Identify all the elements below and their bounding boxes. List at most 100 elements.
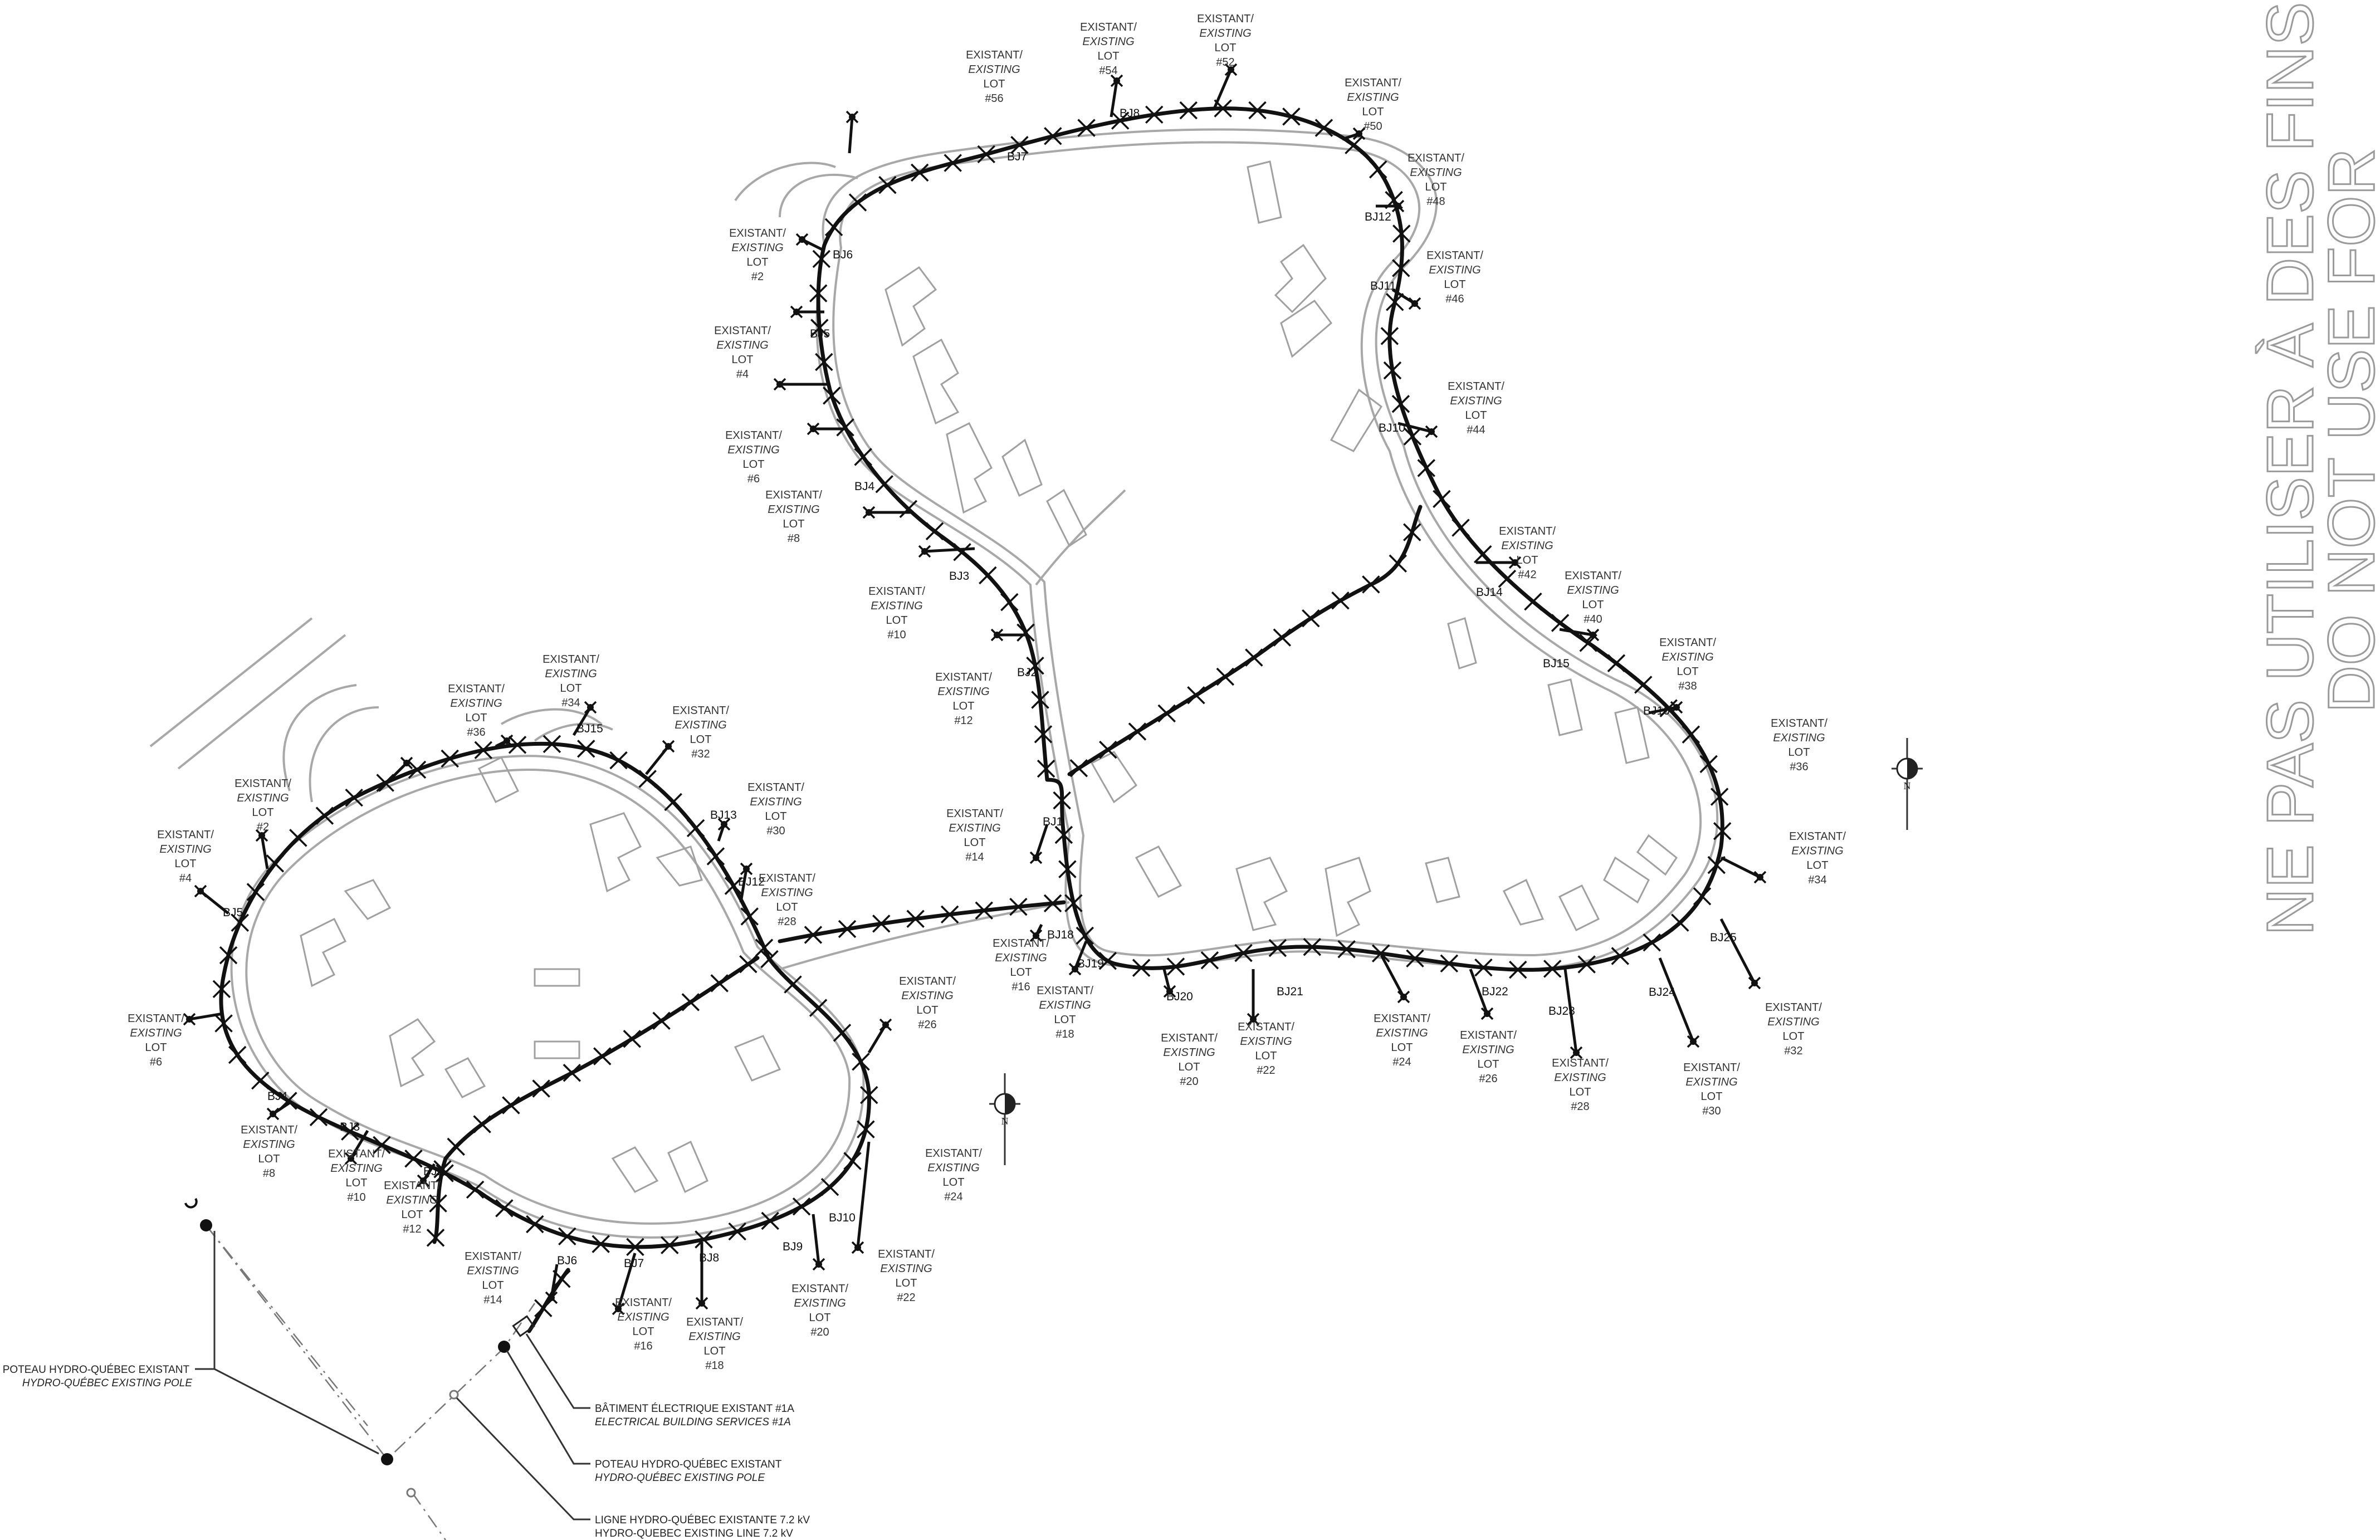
service-end-dot [866, 509, 872, 516]
x-marker [953, 543, 971, 561]
roads [149, 128, 1719, 1239]
service-end-dot [698, 1300, 705, 1307]
x-marker [1710, 788, 1729, 806]
x-marker [1166, 957, 1185, 976]
x-marker [1034, 725, 1053, 744]
bj6-east: BJ6 [833, 248, 853, 261]
x-marker [219, 946, 238, 965]
x-marker [1031, 691, 1049, 709]
x-marker [558, 1227, 576, 1246]
service-end-dot [1395, 203, 1401, 209]
x-marker [1026, 656, 1044, 675]
service-end-dot [1113, 77, 1120, 84]
x-marker [279, 1092, 297, 1110]
x-marker [724, 877, 743, 895]
callout-pole-line2: HYDRO-QUÉBEC EXISTING POLE [22, 1377, 192, 1389]
service-end-dot [1033, 932, 1039, 939]
x-marker [1551, 614, 1570, 632]
x-marker [739, 955, 758, 974]
bj4-west: BJ4 [267, 1090, 288, 1103]
hydro-pole-north [200, 1219, 212, 1231]
x-marker [1389, 554, 1408, 573]
bj22-east: BJ22 [1482, 985, 1508, 998]
x-marker [553, 1270, 571, 1288]
x-marker [1707, 855, 1726, 874]
service-end-dot [258, 832, 265, 839]
x-marker [872, 915, 891, 933]
x-marker [1273, 628, 1292, 647]
service-end-dot [815, 1261, 822, 1268]
x-marker [878, 175, 897, 194]
x-marker [1671, 913, 1689, 932]
x-marker [315, 806, 334, 825]
service-end-dot [1751, 980, 1758, 986]
service-end-dot [420, 1177, 427, 1184]
service-end-dot [1512, 559, 1518, 566]
x-marker [1303, 937, 1322, 956]
callout-pole2-line2: HYDRO-QUÉBEC EXISTING POLE [595, 1472, 765, 1484]
service-end-dot [1400, 994, 1407, 1000]
bj11-east: BJ11 [1370, 280, 1396, 292]
x-marker [1474, 958, 1493, 977]
bj16-east: BJ16 [1643, 705, 1670, 717]
bj6-west: BJ6 [557, 1254, 577, 1267]
x-marker [404, 1150, 423, 1168]
x-marker [436, 1164, 454, 1182]
x-marker [1577, 955, 1596, 974]
x-marker [857, 1120, 875, 1138]
x-marker [1337, 940, 1356, 959]
x-marker [609, 751, 628, 770]
x-marker [824, 218, 843, 237]
x-marker [1044, 127, 1062, 145]
bj5-west: BJ5 [223, 906, 243, 919]
service-end-dot [348, 1155, 354, 1162]
x-marker [1345, 136, 1363, 154]
x-marker [925, 522, 944, 541]
x-marker [1682, 725, 1700, 744]
x-marker [1132, 959, 1151, 977]
x-marker [1699, 755, 1718, 774]
bj13-west: BJ13 [710, 809, 737, 822]
callout-line-line1: LIGNE HYDRO-QUÉBEC EXISTANTE 7.2 kV [595, 1514, 810, 1526]
x-marker [376, 774, 394, 792]
building-footprints [300, 160, 1678, 1194]
watermark-line2: DO NOT USE FOR [2315, 148, 2380, 713]
x-marker [1245, 648, 1263, 667]
bj8-west: BJ8 [699, 1251, 719, 1264]
bj2-east: BJ2 [1017, 666, 1037, 679]
bj23-east: BJ23 [1548, 1005, 1575, 1018]
bj2-west: BJ2 [423, 1165, 443, 1178]
service-end-dot [1428, 428, 1435, 435]
x-marker [345, 788, 363, 807]
north-letter-east: N [1904, 780, 1911, 791]
x-marker [760, 950, 779, 969]
x-marker [1524, 592, 1542, 611]
x-marker [1282, 107, 1301, 126]
x-marker [1037, 759, 1055, 778]
x-marker [661, 1236, 679, 1254]
x-marker [944, 154, 962, 172]
junction-labels-east: BJ1 BJ2 BJ3 BJ4 BJ5 BJ6 BJ7 BJ8 BJ10 BJ1… [810, 107, 1737, 1018]
x-marker [495, 1199, 514, 1218]
x-marker [228, 1045, 247, 1064]
x-marker [526, 1215, 544, 1234]
